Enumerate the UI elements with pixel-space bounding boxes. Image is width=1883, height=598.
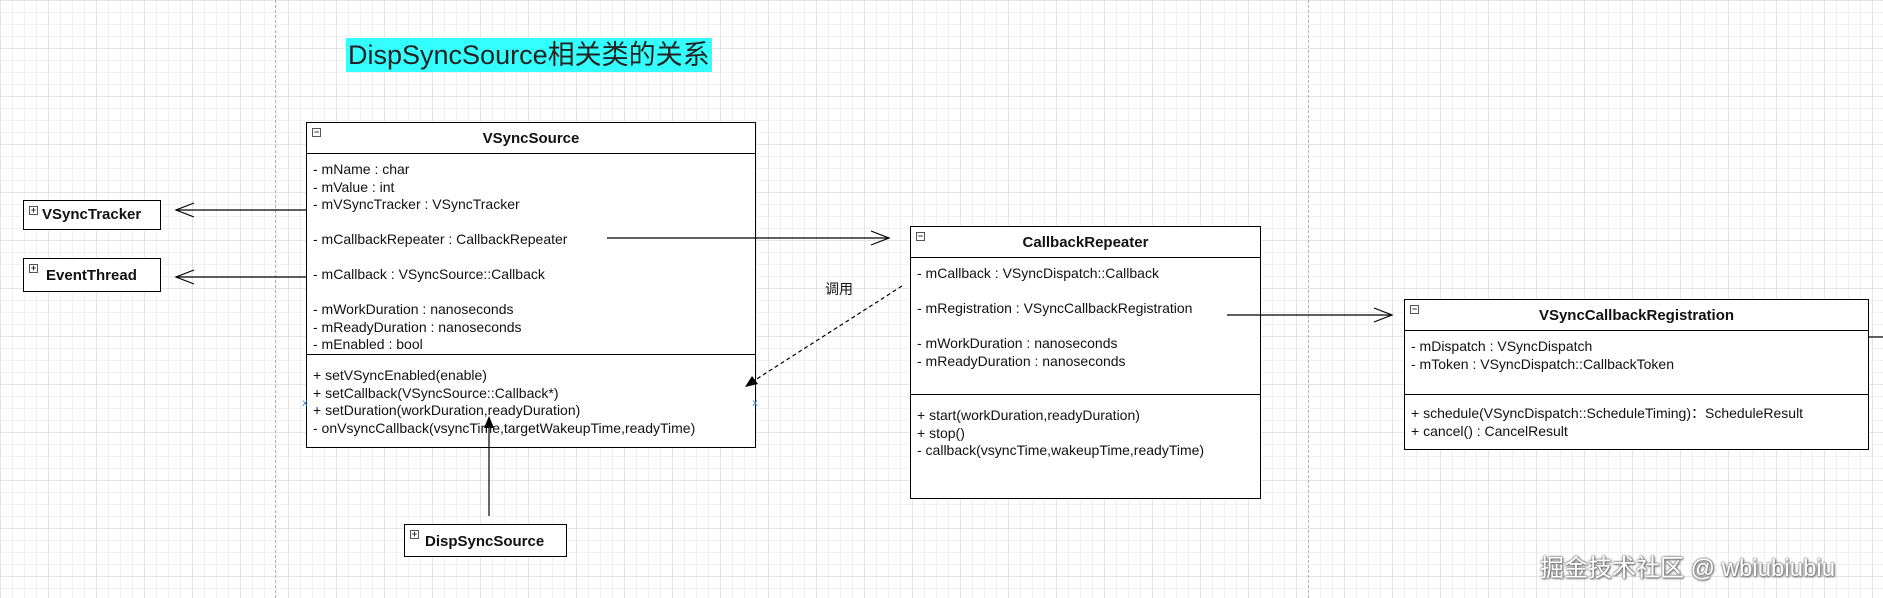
spacer	[313, 284, 755, 302]
class-callbackrepeater-methods: + start(workDuration,readyDuration)+ sto…	[911, 395, 1260, 498]
arrowhead-eventthread	[174, 269, 195, 285]
class-attribute: - mReadyDuration : nanoseconds	[313, 318, 522, 335]
class-vsynctracker-name: VSyncTracker	[42, 206, 142, 223]
diagram-title: DispSyncSource相关类的关系	[346, 38, 712, 72]
spacer	[313, 249, 755, 267]
class-attribute: - mCallback : VSyncSource::Callback	[313, 266, 545, 282]
watermark: 掘金技术社区 @ wbiubiubiu	[1540, 555, 1836, 582]
class-dispsyncsource-name: DispSyncSource	[425, 533, 545, 550]
class-attribute: - mToken : VSyncDispatch::CallbackToken	[1411, 355, 1674, 372]
class-attribute: - mRegistration : VSyncCallbackRegistrat…	[917, 300, 1193, 316]
class-dispsyncsource-collapsed[interactable]: + DispSyncSource	[404, 524, 567, 557]
arrowhead-vsynctracker	[174, 202, 195, 218]
class-vsynccallbackregistration-attributes: - mDispatch : VSyncDispatch- mToken : VS…	[1405, 331, 1868, 395]
page-divider-right	[1308, 0, 1309, 598]
class-eventthread-name: EventThread	[46, 267, 137, 284]
collapse-icon[interactable]: −	[312, 127, 321, 137]
spacer	[917, 283, 1260, 301]
class-vsyncsource-methods: + setVSyncEnabled(enable)+ setCallback(V…	[307, 355, 755, 447]
class-vsyncsource-attributes: - mName : char- mValue : int- mVSyncTrac…	[307, 154, 755, 355]
class-vsynccallbackregistration-methods: + schedule(VSyncDispatch::ScheduleTiming…	[1405, 395, 1868, 449]
class-callbackrepeater-name: CallbackRepeater	[1022, 234, 1149, 251]
class-method: + schedule(VSyncDispatch::ScheduleTiming…	[1411, 405, 1804, 421]
class-attribute: - mWorkDuration : nanoseconds	[917, 335, 1118, 351]
class-callbackrepeater-attributes: - mCallback : VSyncDispatch::Callback- m…	[911, 258, 1260, 395]
spacer	[313, 214, 755, 232]
class-method: + stop()	[917, 424, 965, 441]
spacer	[917, 318, 1260, 336]
class-eventthread-collapsed[interactable]: + EventThread	[23, 258, 161, 292]
class-method: + setVSyncEnabled(enable)	[313, 367, 487, 383]
expand-icon[interactable]: +	[410, 529, 419, 539]
class-attribute: - mCallback : VSyncDispatch::Callback	[917, 265, 1159, 281]
class-vsynccallbackregistration-name: VSyncCallbackRegistration	[1538, 307, 1735, 324]
expand-icon[interactable]: +	[29, 263, 38, 273]
collapse-icon[interactable]: −	[916, 231, 925, 241]
class-vsyncsource-name: VSyncSource	[482, 130, 580, 147]
page-divider-left	[275, 0, 276, 598]
class-method: + start(workDuration,readyDuration)	[917, 407, 1140, 423]
class-vsyncsource-header[interactable]: − VSyncSource	[307, 123, 755, 154]
class-method: + setCallback(VSyncSource::Callback*)	[313, 384, 559, 401]
class-attribute: - mDispatch : VSyncDispatch	[1411, 338, 1593, 354]
arrowhead-registration	[1373, 307, 1394, 323]
class-attribute: - mName : char	[313, 161, 410, 177]
expand-icon[interactable]: +	[29, 205, 38, 215]
class-attribute: - mVSyncTracker : VSyncTracker	[313, 196, 520, 212]
class-method: + setDuration(workDuration,readyDuration…	[313, 402, 581, 418]
class-attribute: - mWorkDuration : nanoseconds	[313, 301, 514, 317]
call-label: 调用	[825, 281, 853, 297]
class-attribute: - mValue : int	[313, 178, 395, 195]
class-attribute: - mEnabled : bool	[313, 336, 423, 352]
class-callbackrepeater-header[interactable]: − CallbackRepeater	[911, 227, 1260, 258]
dashed-call-arrow	[751, 285, 903, 383]
collapse-icon[interactable]: −	[1410, 304, 1419, 314]
class-vsynccallbackregistration-header[interactable]: − VSyncCallbackRegistration	[1405, 300, 1868, 331]
class-method: - callback(vsyncTime,wakeupTime,readyTim…	[917, 442, 1205, 458]
class-attribute: - mCallbackRepeater : CallbackRepeater	[313, 231, 568, 247]
class-attribute: - mReadyDuration : nanoseconds	[917, 352, 1126, 369]
class-vsyncsource[interactable]: − VSyncSource - mName : char- mValue : i…	[306, 122, 756, 448]
arrowhead-callbackrepeater	[870, 230, 891, 246]
class-vsynctracker-collapsed[interactable]: + VSyncTracker	[23, 200, 161, 230]
class-vsynccallbackregistration[interactable]: − VSyncCallbackRegistration - mDispatch …	[1404, 299, 1869, 450]
class-method: + cancel() : CancelResult	[1411, 422, 1568, 439]
class-method: - onVsyncCallback(vsyncTime,targetWakeup…	[313, 419, 696, 436]
class-callbackrepeater[interactable]: − CallbackRepeater - mCallback : VSyncDi…	[910, 226, 1261, 499]
